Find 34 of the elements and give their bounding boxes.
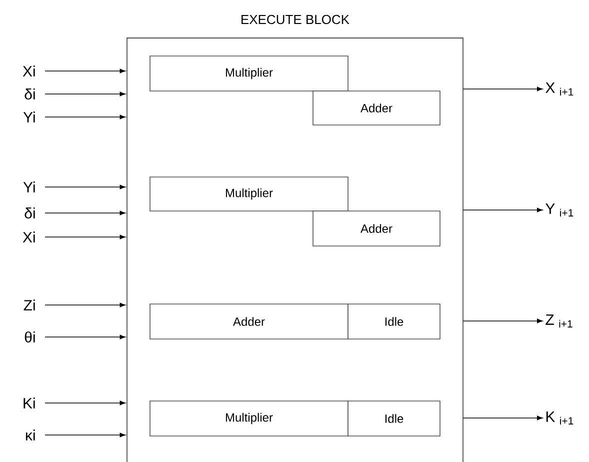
input-label: Xi bbox=[22, 232, 35, 242]
arrow bbox=[44, 184, 126, 190]
unit-box: Idle bbox=[348, 400, 440, 436]
arrow bbox=[462, 86, 543, 92]
arrow bbox=[44, 68, 126, 74]
arrow bbox=[462, 416, 543, 420]
unit-box: Adder bbox=[312, 210, 440, 246]
unit-box: Idle bbox=[348, 304, 440, 340]
input-label: Zi bbox=[24, 300, 35, 310]
arrow bbox=[44, 400, 126, 406]
input-label: δi bbox=[24, 88, 35, 100]
unit-box: Multiplier bbox=[150, 56, 348, 92]
input-label: Yi bbox=[23, 182, 35, 192]
input-label: Yi bbox=[23, 112, 35, 122]
output-label: X $_{i+1}$ bbox=[546, 82, 574, 96]
output-label: K $_{i+1}$ bbox=[546, 412, 574, 424]
input-label: δi bbox=[24, 207, 35, 218]
arrow bbox=[44, 334, 126, 340]
output-label: Y $_{i+1}$ bbox=[546, 204, 574, 216]
input-label: Ki bbox=[24, 398, 35, 408]
arrow bbox=[462, 208, 543, 212]
arrow bbox=[44, 302, 126, 308]
unit-box: Multiplier bbox=[150, 176, 348, 212]
arrow bbox=[44, 114, 126, 120]
arrow bbox=[44, 432, 126, 438]
arrow bbox=[44, 234, 126, 240]
output-label: Z $_{i+1}$ bbox=[546, 314, 572, 328]
arrow bbox=[462, 318, 543, 324]
arrow bbox=[44, 210, 126, 216]
input-label: Xi bbox=[22, 66, 35, 76]
unit-box: Adder bbox=[312, 90, 440, 126]
input-label: κi bbox=[26, 430, 35, 440]
arrow bbox=[44, 92, 126, 96]
input-label: θi bbox=[24, 331, 35, 342]
